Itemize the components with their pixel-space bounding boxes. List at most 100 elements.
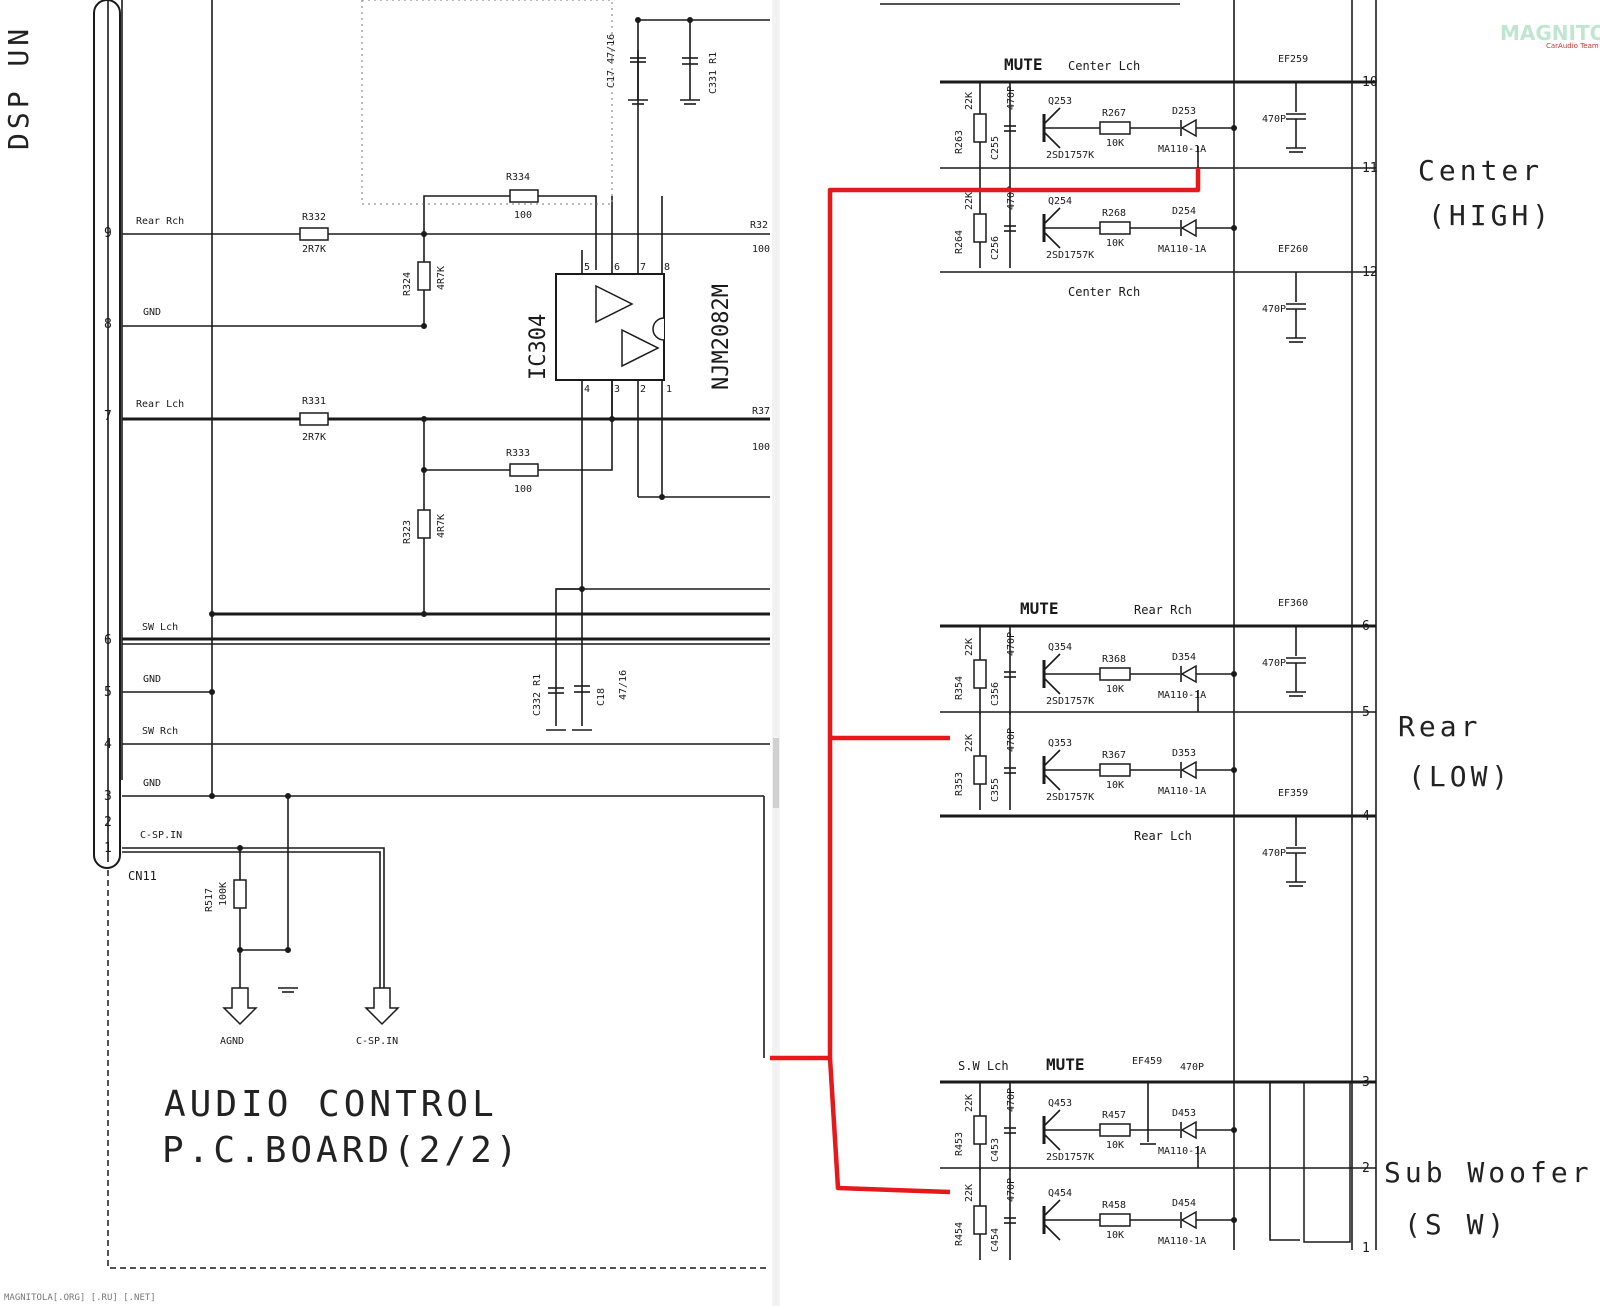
diode-name: D354 — [1172, 652, 1196, 663]
transistor-part: 2SD1757K — [1046, 696, 1094, 707]
resistor-symbol — [1099, 121, 1131, 135]
transistor-part: 2SD1757K — [1046, 250, 1094, 261]
ef-capacitor-name: EF459 — [1132, 1056, 1162, 1067]
capacitor-name: C355 — [990, 778, 1001, 802]
pin-label: GND — [143, 307, 161, 318]
r517-value: 100K — [218, 882, 229, 906]
resistor-value: 10K — [1106, 238, 1124, 249]
diode-icon — [1180, 1120, 1197, 1140]
resistor-value: 10K — [1106, 1230, 1124, 1241]
resistor-symbol — [1099, 221, 1131, 235]
diode-name: D253 — [1172, 106, 1196, 117]
mute-transistor-row — [973, 82, 1306, 168]
ic-name: IC304 — [526, 314, 551, 380]
capacitor-value: 470P — [1006, 1178, 1017, 1202]
output-side-sublabel: (S W) — [1404, 1208, 1508, 1241]
bottom-channel-label: Rear Lch — [1134, 829, 1192, 843]
resistor-name: R453 — [954, 1132, 965, 1156]
resistor-name: R368 — [1102, 654, 1126, 665]
resistor-name: R353 — [954, 772, 965, 796]
resistor-name: R267 — [1102, 108, 1126, 119]
output-side-sublabel: (LOW) — [1408, 760, 1512, 793]
output-pin-number: 5 — [1362, 705, 1370, 720]
ef-capacitor-name: EF259 — [1278, 54, 1308, 65]
diode-icon — [1180, 760, 1197, 780]
pin-label: GND — [143, 778, 161, 789]
output-side-sublabel: (HIGH) — [1428, 199, 1553, 232]
ef-capacitor-value: 470P — [1262, 848, 1286, 859]
panel-divider-handle[interactable] — [773, 738, 779, 808]
pin-number: 2 — [104, 815, 112, 830]
output-pin-number: 4 — [1362, 809, 1370, 824]
resistor-symbol — [1099, 667, 1131, 681]
capacitor-name: C256 — [990, 236, 1001, 260]
resistor-name: R354 — [954, 676, 965, 700]
capacitor-name: C453 — [990, 1138, 1001, 1162]
resistor-name: R263 — [954, 130, 965, 154]
output-pin-number: 1 — [1362, 1241, 1370, 1256]
resistor-value: 22K — [964, 92, 975, 110]
board-title-line1: AUDIO CONTROL — [164, 1084, 498, 1125]
pin-label: Rear Rch — [136, 216, 184, 227]
ic-pin: 6 — [614, 262, 620, 273]
pin-number: 5 — [104, 685, 112, 700]
c332-label: C332 R1 — [532, 674, 543, 716]
ic-pin: 4 — [584, 384, 590, 395]
ic304-body — [555, 273, 665, 381]
board-title-line2: P.C.BOARD(2/2) — [162, 1130, 521, 1171]
diode-part: MA110-1A — [1158, 690, 1206, 701]
pin-number: 3 — [104, 789, 112, 804]
resistor-value: 10K — [1106, 138, 1124, 149]
diode-name: D353 — [1172, 748, 1196, 759]
resistor-symbol — [1099, 1123, 1131, 1137]
ef-capacitor-value: 470P — [1262, 304, 1286, 315]
corner-label: DSP UN — [2, 25, 35, 150]
resistor-value: 10K — [1106, 684, 1124, 695]
mute-label: MUTE — [1004, 55, 1043, 74]
transistor-name: Q454 — [1048, 1188, 1072, 1199]
r324-value: 4R7K — [436, 266, 447, 290]
output-pin-number: 6 — [1362, 619, 1370, 634]
r324-name: R324 — [402, 272, 413, 296]
diode-part: MA110-1A — [1158, 1236, 1206, 1247]
mute-transistor-row — [973, 626, 1306, 714]
resistor-symbol — [1099, 763, 1131, 777]
c331-label: C331 R1 — [708, 52, 719, 94]
output-pin-number: 12 — [1362, 265, 1378, 280]
pin-number: 9 — [104, 226, 112, 241]
ef-capacitor-value: 470P — [1180, 1062, 1204, 1073]
resistor-name: R458 — [1102, 1200, 1126, 1211]
diode-part: MA110-1A — [1158, 786, 1206, 797]
mute-transistor-row — [973, 712, 1306, 887]
mute-transistor-row — [973, 1168, 1237, 1260]
r517-name: R517 — [204, 888, 215, 912]
watermark-footer: MAGNITOLA[.ORG] [.RU] [.NET] — [4, 1293, 156, 1303]
output-pin-number: 3 — [1362, 1075, 1370, 1090]
diode-part: MA110-1A — [1158, 1146, 1206, 1157]
connector-cn11-body — [93, 0, 121, 869]
diode-icon — [1180, 1210, 1197, 1230]
r333-value: 100 — [514, 484, 532, 495]
transistor-part: 2SD1757K — [1046, 1152, 1094, 1163]
resistor-value: 22K — [964, 1184, 975, 1202]
junction-dots — [209, 17, 693, 953]
resistor-symbol — [973, 1205, 987, 1235]
ic-pin: 5 — [584, 262, 590, 273]
mute-transistor-row — [973, 1082, 1237, 1170]
diode-icon — [1180, 218, 1197, 238]
resistor-symbol — [973, 755, 987, 785]
r323-value: 4R7K — [436, 514, 447, 538]
diode-icon — [1180, 664, 1197, 684]
output-pin-number: 2 — [1362, 1161, 1370, 1176]
resistor-value: 22K — [964, 638, 975, 656]
pin-label: SW Lch — [142, 622, 178, 633]
r32x-name: R32 — [750, 220, 768, 231]
r37x-name: R37 — [752, 406, 770, 417]
mute-group — [940, 624, 1376, 887]
top-channel-label: S.W Lch — [958, 1059, 1009, 1073]
ef-capacitor-name: EF360 — [1278, 598, 1308, 609]
resistor-symbol — [973, 1115, 987, 1145]
pin-number: 6 — [104, 633, 112, 648]
output-side-label: Center — [1418, 154, 1543, 187]
capacitor-value: 470P — [1006, 632, 1017, 656]
